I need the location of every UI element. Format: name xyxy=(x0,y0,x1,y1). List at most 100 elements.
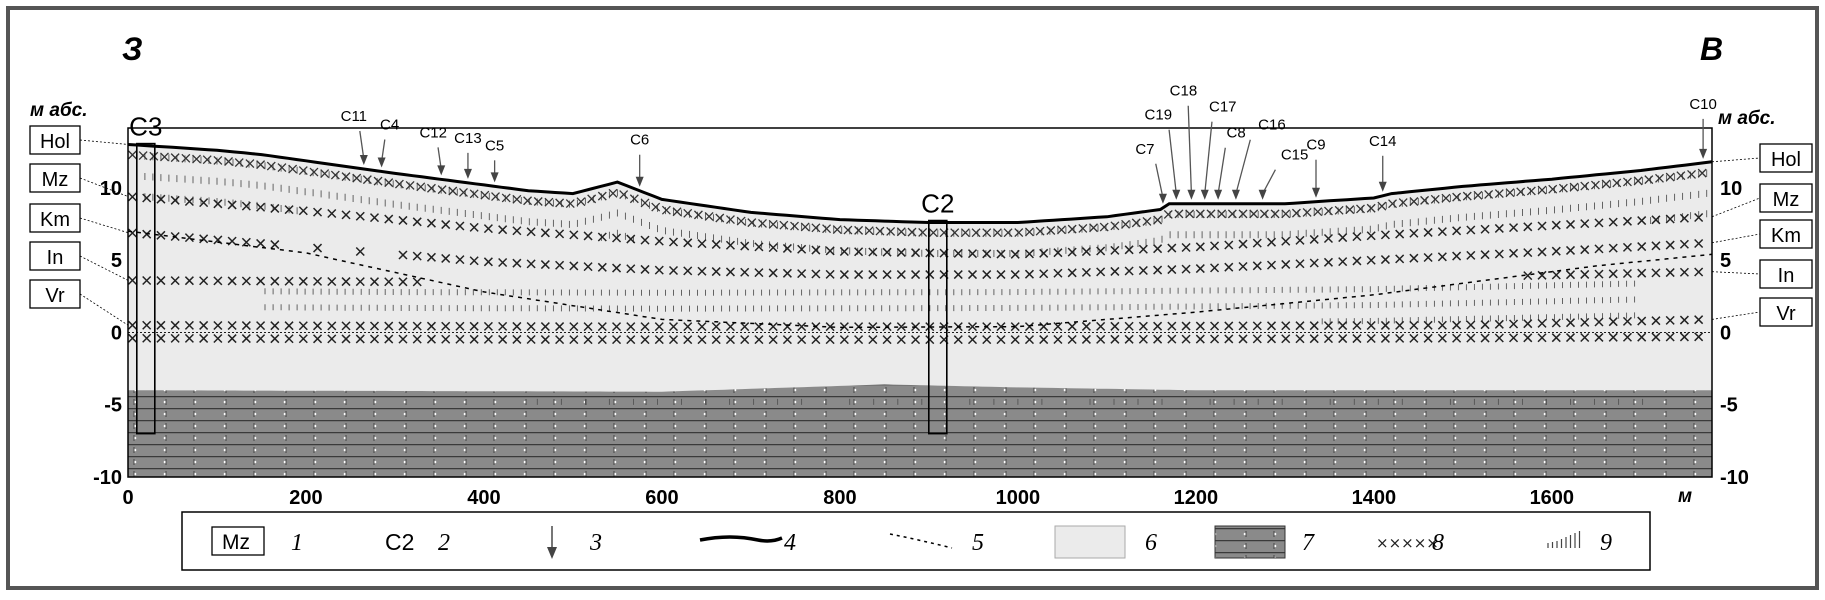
cross-mark xyxy=(1181,264,1191,274)
cross-mark xyxy=(1323,334,1333,344)
layer-label-text: Mz xyxy=(42,169,69,191)
cross-mark xyxy=(1601,179,1611,189)
cross-mark xyxy=(1138,244,1148,254)
cross-mark xyxy=(526,321,536,332)
cross-mark xyxy=(711,335,721,345)
cross-mark xyxy=(1081,334,1091,344)
cross-mark xyxy=(369,213,380,223)
cross-mark xyxy=(825,246,835,256)
cross-mark xyxy=(298,166,308,176)
cross-mark xyxy=(1565,318,1576,328)
cross-mark xyxy=(569,335,579,345)
layer-leader-line xyxy=(1711,157,1761,163)
cross-mark xyxy=(512,321,522,331)
cross-mark xyxy=(612,335,622,345)
cross-mark xyxy=(170,333,180,343)
cross-band xyxy=(128,267,1704,287)
cross-mark xyxy=(1039,335,1049,345)
cross-mark xyxy=(1509,333,1519,343)
cross-mark xyxy=(882,247,892,257)
cross-mark xyxy=(683,335,693,345)
cross-mark xyxy=(1163,209,1173,219)
cross-mark xyxy=(768,268,778,278)
station-label: C8 xyxy=(1227,125,1246,142)
cross-mark xyxy=(555,260,565,270)
cross-mark xyxy=(1505,188,1515,198)
cross-mark xyxy=(626,264,636,274)
cross-mark xyxy=(128,150,137,160)
cross-mark xyxy=(960,228,970,238)
cross-mark xyxy=(1345,205,1355,215)
layer-label-text: Hol xyxy=(1771,149,1801,171)
cross-mark xyxy=(1452,320,1462,330)
cross-mark xyxy=(1452,192,1462,202)
cross-mark xyxy=(822,224,832,234)
cross-mark xyxy=(832,225,842,235)
cross-mark xyxy=(1025,227,1034,237)
cross-mark xyxy=(1644,175,1654,185)
cross-mark xyxy=(1238,239,1248,249)
cross-mark xyxy=(1665,240,1675,250)
x-tick-label: 0 xyxy=(122,487,133,509)
cross-mark xyxy=(1551,220,1561,230)
cross-mark xyxy=(1551,318,1561,328)
cross-mark xyxy=(1679,213,1689,223)
cross-mark xyxy=(982,270,992,280)
cross-mark xyxy=(1266,260,1277,270)
cross-mark xyxy=(330,170,340,180)
cross-mark xyxy=(455,334,465,344)
layer-label-box xyxy=(1759,297,1813,327)
cross-mark xyxy=(967,322,978,332)
cross-mark xyxy=(1295,334,1305,344)
cross-mark xyxy=(1523,271,1533,281)
cross-mark xyxy=(1352,232,1362,242)
cross-mark xyxy=(241,276,251,286)
cross-mark xyxy=(1295,235,1305,245)
cross-mark xyxy=(384,214,394,224)
cross-mark xyxy=(512,194,522,204)
cross-mark xyxy=(907,227,917,237)
cross-mark xyxy=(298,334,308,344)
cross-mark xyxy=(327,208,337,219)
cross-mark xyxy=(1110,221,1120,231)
cross-mark xyxy=(683,266,693,276)
cross-mark xyxy=(1665,214,1675,224)
cross-mark xyxy=(1210,321,1220,331)
cross-mark xyxy=(1608,332,1618,342)
cross-mark xyxy=(398,215,408,225)
legend-num-4: 4 xyxy=(784,530,796,556)
cross-mark xyxy=(1409,253,1419,263)
cross-mark xyxy=(256,238,266,248)
cross-mark xyxy=(1024,269,1034,279)
station-label: C19 xyxy=(1145,107,1173,124)
cross-mark xyxy=(654,265,664,275)
cross-mark xyxy=(996,270,1006,280)
cross-mark xyxy=(149,151,159,161)
y-tick-label-left: -5 xyxy=(104,395,122,417)
cross-mark xyxy=(277,163,287,173)
cross-mark xyxy=(911,270,921,280)
cross-mark xyxy=(1067,321,1077,331)
cross-mark xyxy=(1110,245,1120,255)
cross-mark xyxy=(626,234,636,244)
cross-mark xyxy=(202,155,212,165)
station-marker: C11 xyxy=(341,108,368,165)
cross-mark xyxy=(1551,270,1561,280)
cross-mark xyxy=(441,220,451,230)
cross-mark xyxy=(1409,333,1419,343)
cross-mark xyxy=(925,270,935,280)
legend-light-fill-icon xyxy=(1054,525,1126,559)
cross-mark xyxy=(448,186,458,196)
cross-mark xyxy=(1366,255,1376,265)
cross-mark xyxy=(1110,321,1120,331)
cross-mark xyxy=(213,333,223,344)
cross-mark xyxy=(1014,228,1024,238)
cross-mark xyxy=(1096,334,1106,344)
cross-mark xyxy=(1174,209,1184,219)
cross-mark xyxy=(1003,228,1013,238)
cross-mark xyxy=(668,237,679,247)
station-marker: C7 xyxy=(1135,141,1167,204)
cross-mark xyxy=(1537,247,1547,257)
cross-mark xyxy=(569,322,579,332)
